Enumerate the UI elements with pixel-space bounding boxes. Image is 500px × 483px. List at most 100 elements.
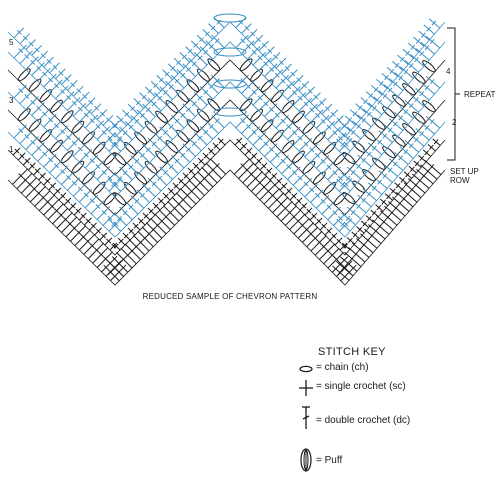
puff-stitch — [60, 110, 74, 124]
stitch-post — [427, 144, 436, 152]
stitch-bar — [77, 106, 83, 112]
stitch-post — [272, 196, 289, 213]
stitch-bar — [401, 196, 407, 202]
stitch-bar — [134, 118, 140, 124]
stitch-bar — [301, 83, 307, 89]
stitch-post — [341, 132, 356, 146]
stitch-bar — [58, 212, 64, 218]
stitch-post — [394, 72, 409, 85]
stitch-bar — [296, 77, 302, 83]
stitch-bar — [414, 57, 419, 63]
stitch-post — [281, 120, 295, 135]
stitch-bar — [24, 158, 30, 164]
stitch-bar — [210, 167, 216, 173]
stitch-post — [142, 103, 156, 118]
stitch-bar — [276, 178, 282, 184]
stitch-post — [235, 17, 247, 29]
stitch-bar — [385, 214, 391, 220]
stitch-post — [107, 178, 122, 192]
stitch-bar — [378, 80, 384, 87]
stitch-post — [298, 177, 313, 192]
stitch-post — [396, 191, 414, 208]
stitch-bar — [163, 170, 168, 175]
stitch-post — [150, 80, 162, 92]
stitch-post — [292, 132, 307, 146]
stitch-post — [37, 147, 51, 162]
stitch-bar — [405, 191, 411, 197]
stitch-bar — [113, 141, 119, 147]
stitch-post — [344, 251, 362, 267]
stitch-post — [388, 201, 406, 217]
stitch-bar — [77, 146, 83, 152]
stitch-post — [233, 158, 251, 175]
stitch-bar — [372, 105, 377, 111]
stitch-bar — [36, 145, 42, 151]
stitch-bar — [304, 227, 310, 233]
stitch-post — [13, 27, 25, 39]
stitch-bar — [424, 45, 430, 51]
stitch-bar — [163, 193, 169, 199]
puff-stitch — [50, 139, 63, 153]
stitch-post — [252, 34, 264, 46]
stitch-post — [402, 48, 414, 59]
stitch-bar — [403, 149, 409, 155]
stitch-bar — [100, 111, 106, 117]
stitch-bar — [312, 235, 318, 241]
stitch-bar — [201, 176, 207, 181]
stitch-post — [67, 177, 81, 191]
stitch-bar — [76, 230, 82, 236]
stitch-post — [376, 214, 394, 231]
stitch-post — [182, 143, 196, 157]
stitch-post — [43, 153, 57, 168]
single-crochet-icon — [299, 380, 313, 396]
stitch-post — [365, 91, 377, 102]
stitch-bar — [174, 118, 180, 124]
stitch-post — [252, 91, 267, 106]
stitch-post — [67, 137, 81, 151]
stitch-bar — [181, 54, 187, 60]
stitch-post — [378, 90, 393, 103]
stitch-bar — [361, 197, 367, 203]
stitch-post — [321, 120, 336, 135]
stitch-post — [275, 154, 290, 169]
stitch-post — [133, 235, 150, 252]
stitch-post — [346, 166, 362, 180]
stitch-post — [29, 185, 47, 203]
row-number-1: 1 — [9, 145, 14, 154]
stitch-bar — [373, 86, 379, 93]
puff-stitch — [382, 106, 396, 119]
stitch-post — [310, 189, 324, 203]
stitch-bar — [203, 89, 209, 95]
stitch-bar — [85, 218, 91, 224]
stitch-bar — [246, 84, 251, 89]
puff-stitch — [323, 181, 337, 195]
stitch-bar — [95, 228, 101, 234]
stitch-bar — [187, 48, 193, 54]
stitch-post — [211, 114, 225, 129]
stitch-bar — [270, 193, 276, 198]
stitch-post — [165, 80, 179, 95]
stitch-post — [389, 187, 398, 196]
stitch-post — [96, 109, 108, 120]
stitch-bar — [377, 223, 383, 230]
stitch-bar — [145, 147, 151, 153]
stitch-post — [208, 23, 219, 34]
stitch-bar — [334, 256, 339, 262]
stitch-bar — [251, 89, 257, 95]
stitch-post — [386, 66, 398, 77]
stitch-bar — [45, 199, 51, 205]
stitch-bar — [174, 158, 180, 164]
stitch-post — [182, 63, 196, 77]
stitch-bar — [269, 107, 274, 112]
stitch-bar — [50, 183, 56, 189]
stitch-post — [383, 84, 398, 97]
stitch-bar — [292, 170, 297, 175]
stitch-post — [416, 168, 434, 185]
stitch-post — [234, 137, 243, 146]
stitch-bar — [366, 191, 372, 197]
stitch-bar — [372, 185, 377, 191]
stitch-bar — [117, 216, 122, 221]
stitch-post — [73, 102, 87, 117]
stitch-bar — [64, 76, 70, 82]
stitch-post — [351, 231, 360, 239]
